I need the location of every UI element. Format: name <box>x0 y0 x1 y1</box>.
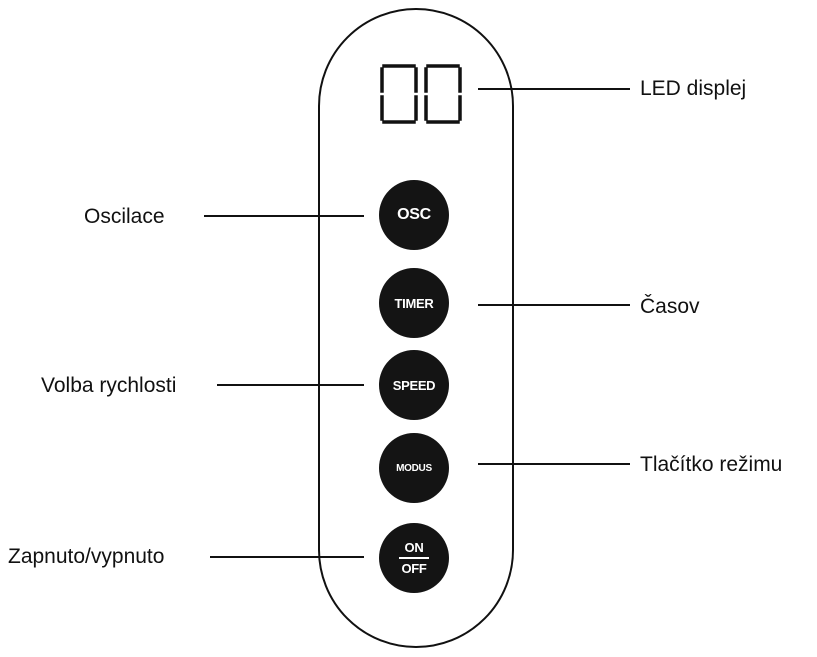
power-button[interactable]: ON OFF <box>379 523 449 593</box>
speed-button-label: SPEED <box>392 377 436 393</box>
osc-button-label: OSC <box>397 206 431 223</box>
power-button-off-label: OFF <box>401 561 427 576</box>
label-power: Zapnuto/vypnuto <box>8 545 165 568</box>
power-button-on-label: ON <box>404 540 424 555</box>
timer-button[interactable]: TIMER <box>379 268 449 338</box>
modus-button[interactable]: MODUS <box>379 433 449 503</box>
leader-line-timer <box>478 304 630 306</box>
leader-line-speed <box>217 384 364 386</box>
leader-line-mode <box>478 463 630 465</box>
label-oscillation: Oscilace <box>84 205 165 228</box>
power-button-divider <box>399 557 429 559</box>
label-timer: Časov <box>640 295 700 318</box>
led-display <box>380 64 462 124</box>
leader-line-power <box>210 556 364 558</box>
timer-button-label: TIMER <box>394 295 434 311</box>
modus-button-label: MODUS <box>396 462 432 474</box>
label-speed: Volba rychlosti <box>41 374 177 397</box>
label-mode: Tlačítko režimu <box>640 453 783 476</box>
osc-button[interactable]: OSC <box>379 180 449 250</box>
leader-line-oscillation <box>204 215 364 217</box>
label-led-display: LED displej <box>640 77 747 100</box>
speed-button[interactable]: SPEED <box>379 350 449 420</box>
leader-line-led-display <box>478 88 630 90</box>
